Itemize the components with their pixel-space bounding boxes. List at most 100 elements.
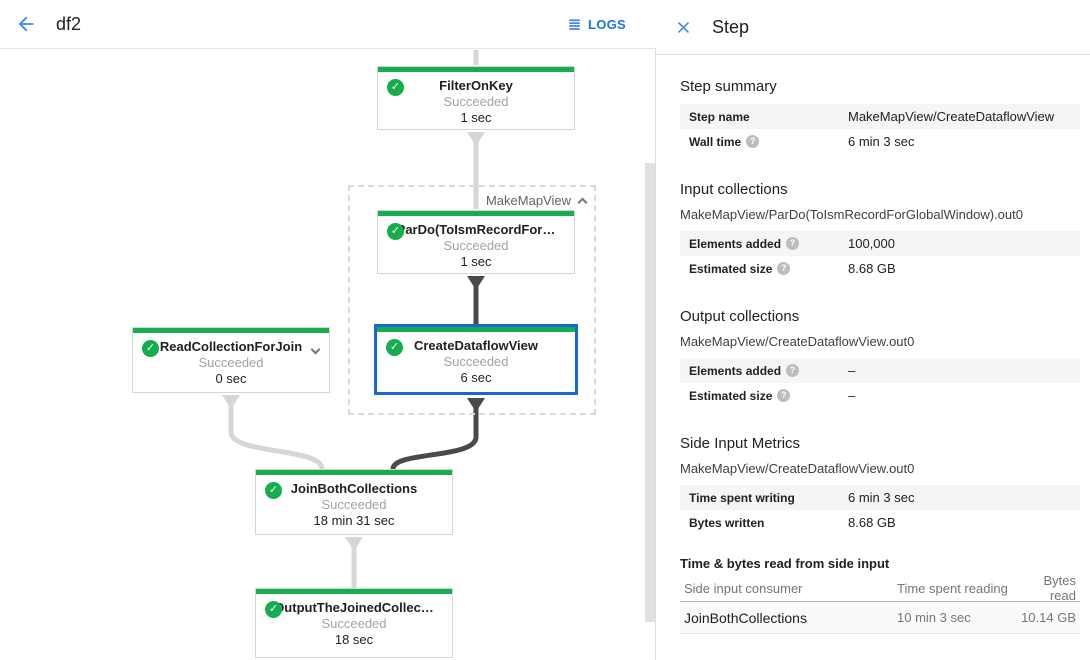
arrow-left-icon: [18, 16, 34, 32]
kv-row-elements-added: Elements added? 100,000: [680, 231, 1080, 256]
node-status: Succeeded: [321, 616, 387, 631]
node-title: ParDo(ToIsmRecordFor…: [396, 222, 556, 237]
job-title: df2: [56, 13, 82, 34]
graph-node-pardo[interactable]: ✓ ParDo(ToIsmRecordFor… Succeeded 1 sec: [377, 210, 575, 274]
node-status-bar: [133, 328, 329, 333]
input-collection-name: MakeMapView/ParDo(ToIsmRecordForGlobalWi…: [680, 207, 1023, 222]
pipeline-graph: MakeMapView ✓ FilterOnKey Succeeded 1 se…: [132, 50, 596, 658]
section-heading-step-summary: Step summary: [680, 78, 777, 95]
list-icon: [569, 19, 580, 30]
graph-node-outputthejoinedcollection[interactable]: ✓ OutputTheJoinedCollec… Succeeded 18 se…: [255, 588, 453, 658]
kv-label: Estimated size: [689, 261, 773, 276]
node-status-bar: [256, 589, 452, 594]
node-status-bar: [377, 327, 575, 332]
graph-edges: [222, 50, 485, 588]
kv-value: –: [848, 388, 856, 403]
logs-button-label: LOGS: [587, 16, 626, 32]
node-status-bar: [378, 211, 574, 216]
help-icon[interactable]: ?: [746, 135, 760, 148]
node-status: Succeeded: [443, 354, 509, 369]
cell-time: 10 min 3 sec: [897, 610, 971, 625]
expand-node-button[interactable]: [310, 340, 321, 358]
column-header-consumer: Side input consumer: [684, 580, 803, 596]
step-details-panel: Step Step summary Step name MakeMapView/…: [656, 0, 1090, 660]
node-title: OutputTheJoinedCollec…: [274, 600, 434, 615]
back-button[interactable]: [14, 12, 38, 36]
kv-label: Wall time: [689, 134, 742, 149]
graph-node-createdataflowview-selected[interactable]: ✓ CreateDataflowView Succeeded 6 sec: [374, 324, 578, 395]
panel-body: Step summary Step name MakeMapView/Creat…: [656, 78, 1090, 634]
cell-bytes: 10.14 GB: [1021, 610, 1076, 625]
top-bar: df2 LOGS: [0, 0, 656, 49]
group-makemapview: MakeMapView: [348, 185, 596, 415]
check-circle-icon: ✓: [387, 79, 404, 96]
node-status-bar: [256, 470, 452, 475]
node-time: 6 sec: [460, 370, 492, 385]
graph-node-readcollectionforjoin[interactable]: ✓ ReadCollectionForJoin Succeeded 0 sec: [132, 327, 330, 393]
kv-row-elements-added: Elements added? –: [680, 358, 1080, 383]
check-circle-icon: ✓: [265, 601, 282, 618]
vertical-scrollbar-thumb[interactable]: [645, 163, 655, 622]
kv-value: 6 min 3 sec: [848, 134, 915, 149]
group-label: MakeMapView: [485, 193, 571, 208]
panel-title: Step: [712, 16, 750, 37]
node-status: Succeeded: [198, 355, 264, 370]
node-status: Succeeded: [443, 94, 509, 109]
kv-row-wall-time: Wall time? 6 min 3 sec: [680, 129, 1080, 154]
node-status-bar: [378, 67, 574, 72]
kv-value: 6 min 3 sec: [848, 490, 915, 505]
help-icon[interactable]: ?: [777, 389, 791, 402]
section-heading-output-collections: Output collections: [680, 308, 800, 325]
chevron-down-icon: [310, 344, 321, 355]
kv-value: MakeMapView/CreateDataflowView: [848, 109, 1055, 124]
help-icon[interactable]: ?: [786, 364, 800, 377]
table-row: JoinBothCollections 10 min 3 sec 10.14 G…: [680, 602, 1080, 634]
table-heading: Time & bytes read from side input: [680, 556, 890, 571]
node-time: 18 min 31 sec: [313, 513, 395, 528]
logs-button[interactable]: LOGS: [567, 17, 626, 32]
node-status: Succeeded: [321, 497, 387, 512]
check-circle-icon: ✓: [142, 340, 159, 357]
cell-consumer: JoinBothCollections: [684, 609, 807, 626]
kv-row-step-name: Step name MakeMapView/CreateDataflowView: [680, 104, 1080, 129]
side-input-collection-name: MakeMapView/CreateDataflowView.out0: [680, 461, 915, 476]
close-button[interactable]: [672, 16, 694, 38]
kv-label: Step name: [689, 109, 750, 124]
kv-label: Bytes written: [689, 515, 765, 530]
graph-node-filteronkey[interactable]: ✓ FilterOnKey Succeeded 1 sec: [377, 66, 575, 130]
kv-value: 100,000: [848, 236, 895, 251]
kv-label: Estimated size: [689, 388, 773, 403]
kv-label: Time spent writing: [689, 490, 795, 505]
kv-row-time-spent-writing: Time spent writing 6 min 3 sec: [680, 485, 1080, 510]
chevron-up-icon: [577, 197, 588, 208]
kv-label: Elements added: [689, 236, 782, 251]
section-heading-input-collections: Input collections: [680, 181, 788, 198]
output-collection-name: MakeMapView/CreateDataflowView.out0: [680, 334, 915, 349]
graph-node-joinbothcollections[interactable]: ✓ JoinBothCollections Succeeded 18 min 3…: [255, 469, 453, 535]
kv-row-estimated-size: Estimated size? –: [680, 383, 1080, 408]
node-time: 1 sec: [460, 254, 492, 269]
check-circle-icon: ✓: [387, 223, 404, 240]
kv-row-estimated-size: Estimated size? 8.68 GB: [680, 256, 1080, 281]
kv-value: 8.68 GB: [848, 515, 896, 530]
column-header-bytes: Bytes read: [1043, 573, 1076, 603]
group-collapse-toggle[interactable]: MakeMapView: [485, 193, 588, 208]
node-time: 1 sec: [460, 110, 492, 125]
kv-label: Elements added: [689, 363, 782, 378]
check-circle-icon: ✓: [386, 339, 403, 356]
help-icon[interactable]: ?: [786, 237, 800, 250]
pane-divider: [655, 0, 656, 660]
help-icon[interactable]: ?: [777, 262, 791, 275]
node-title: ReadCollectionForJoin: [159, 339, 303, 354]
node-title: FilterOnKey: [439, 78, 513, 93]
close-icon: [677, 21, 689, 33]
section-heading-side-input-metrics: Side Input Metrics: [680, 435, 801, 452]
node-title: CreateDataflowView: [413, 338, 539, 353]
check-circle-icon: ✓: [265, 482, 282, 499]
kv-row-bytes-written: Bytes written 8.68 GB: [680, 510, 1080, 535]
graph-pane: MakeMapView ✓ FilterOnKey Succeeded 1 se…: [0, 0, 656, 658]
node-time: 18 sec: [334, 632, 374, 647]
node-time: 0 sec: [215, 371, 247, 386]
node-status: Succeeded: [443, 238, 509, 253]
